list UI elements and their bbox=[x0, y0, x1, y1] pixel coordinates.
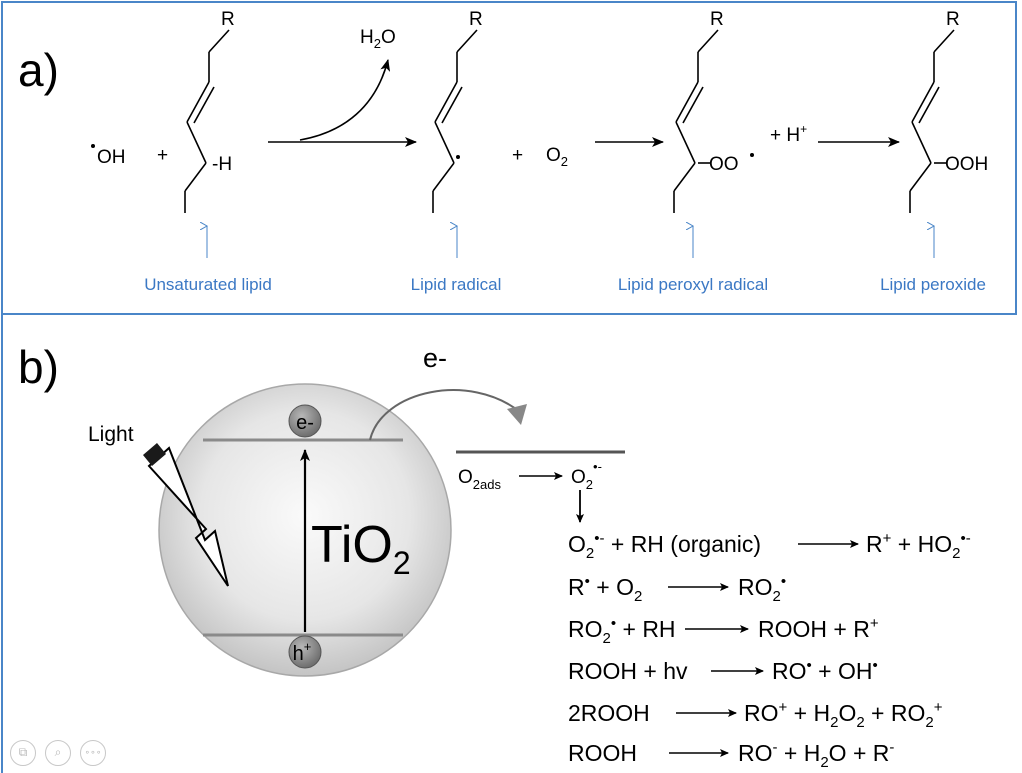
peroxyl-radical-dot bbox=[750, 153, 754, 157]
equation-2-rhs: RO2• bbox=[738, 573, 786, 605]
hole-ball bbox=[288, 635, 322, 669]
light-arrow bbox=[143, 443, 229, 587]
equation-4-lhs: ROOH + hv bbox=[568, 658, 688, 684]
unsaturated-lipid-structure bbox=[184, 29, 230, 213]
zoom-icon[interactable]: ⌕ bbox=[45, 740, 71, 766]
oxygen-molecule: O2 bbox=[546, 145, 568, 169]
more-icon[interactable]: ∘∘∘ bbox=[80, 740, 106, 766]
hole-label: h+ bbox=[293, 639, 312, 665]
equation-5-rhs: RO+ + H2O2 + RO2+ bbox=[744, 699, 943, 731]
plus-sign-2: + bbox=[512, 145, 523, 166]
light-label: Light bbox=[88, 423, 134, 446]
lipid-peroxyl-radical-structure bbox=[673, 29, 719, 213]
equation-2-lhs: R• + O2 bbox=[568, 573, 642, 605]
reaction-equations: O2•- + RH (organic) R+ + HO2•- R• + O2 RO2•… bbox=[568, 530, 971, 771]
equation-3-rhs: ROOH + R+ bbox=[758, 615, 879, 642]
equation-3-lhs: RO2• + RH bbox=[568, 615, 676, 647]
water-release-arrow bbox=[299, 59, 391, 141]
electron-label: e- bbox=[296, 412, 314, 434]
equation-4-rhs: RO• + OH• bbox=[772, 657, 878, 684]
adsorbed-oxygen: O2ads bbox=[458, 467, 501, 492]
r-group-2: R bbox=[469, 9, 483, 30]
caption-lipid-peroxyl-radical: Lipid peroxyl radical bbox=[618, 275, 768, 294]
equation-1-lhs: O2•- + RH (organic) bbox=[568, 530, 761, 562]
panel-a-frame bbox=[1, 1, 1017, 315]
panel-b-frame bbox=[1, 314, 1021, 773]
equation-1-rhs: R+ + HO2•- bbox=[866, 530, 971, 562]
r-group-1: R bbox=[221, 9, 235, 30]
panel-b-label: b) bbox=[18, 341, 59, 393]
tio2-label: TiO2 bbox=[311, 516, 411, 581]
plus-sign-1: + bbox=[157, 145, 168, 166]
proton-label: + H+ bbox=[770, 122, 807, 146]
electron-transfer-arrowhead bbox=[507, 404, 527, 425]
r-group-3: R bbox=[710, 9, 724, 30]
hydroxyl-radical-dot bbox=[91, 144, 95, 148]
hydroxyl-radical: OH bbox=[97, 147, 126, 168]
caption-unsaturated-lipid: Unsaturated lipid bbox=[144, 275, 272, 294]
equation-6-rhs: RO- + H2O + R- bbox=[738, 739, 894, 771]
electron-ball bbox=[288, 404, 322, 438]
superoxide-label: O2•- bbox=[571, 459, 602, 492]
lipid-peroxide-structure bbox=[909, 29, 955, 213]
panel-a-label: a) bbox=[18, 44, 59, 96]
lipid-radical-dot bbox=[456, 155, 460, 159]
peroxyl-group: OO bbox=[709, 154, 739, 175]
caption-lipid-peroxide: Lipid peroxide bbox=[880, 275, 986, 294]
copy-icon[interactable]: ⧉ bbox=[10, 740, 36, 766]
equation-5-lhs: 2ROOH bbox=[568, 700, 650, 726]
water-label: H2O bbox=[360, 27, 396, 51]
caption-lipid-radical: Lipid radical bbox=[411, 275, 502, 294]
peroxide-group: OOH bbox=[945, 154, 988, 175]
equation-6-lhs: ROOH bbox=[568, 740, 637, 766]
r-group-4: R bbox=[946, 9, 960, 30]
electron-transfer-label: e- bbox=[423, 343, 447, 373]
lipid-radical-structure bbox=[432, 29, 478, 213]
electron-transfer-arrow bbox=[369, 389, 521, 441]
abstracted-hydrogen: -H bbox=[212, 154, 232, 175]
